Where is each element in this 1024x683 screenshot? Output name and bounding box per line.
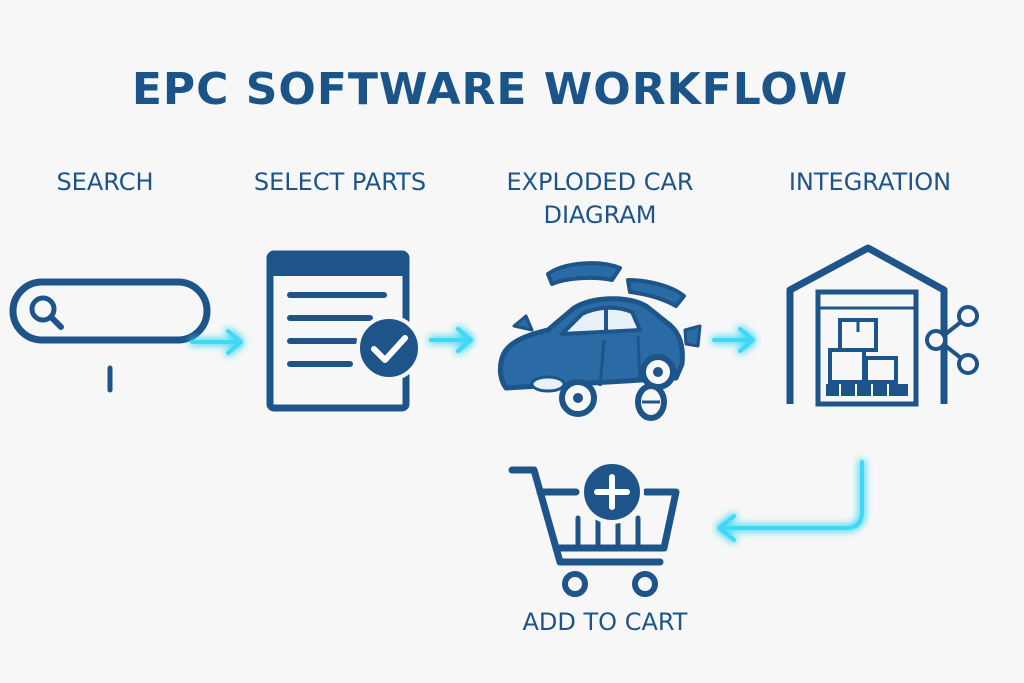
diagram-title: EPC SOFTWARE WORKFLOW [131,64,849,115]
cart-plus-icon [508,460,680,597]
arrow-exploded-to-integration [712,327,755,353]
step-label-add-to-cart: ADD TO CART [522,608,688,636]
step-label-search: SEARCH [56,168,154,196]
exploded-car-icon [497,261,702,421]
warehouse-share-icon [786,244,979,407]
search-icon [9,278,211,393]
arrow-search-to-select [190,329,243,355]
step-label-integration: INTEGRATION [788,168,952,196]
arrow-select-to-exploded [429,327,473,353]
arrow-integration-to-cart [717,460,864,542]
step-label-exploded-car-diagram: EXPLODED CAR DIAGRAM [506,168,694,229]
step-label-select-parts: SELECT PARTS [253,168,427,196]
checklist-document-icon [266,250,422,412]
